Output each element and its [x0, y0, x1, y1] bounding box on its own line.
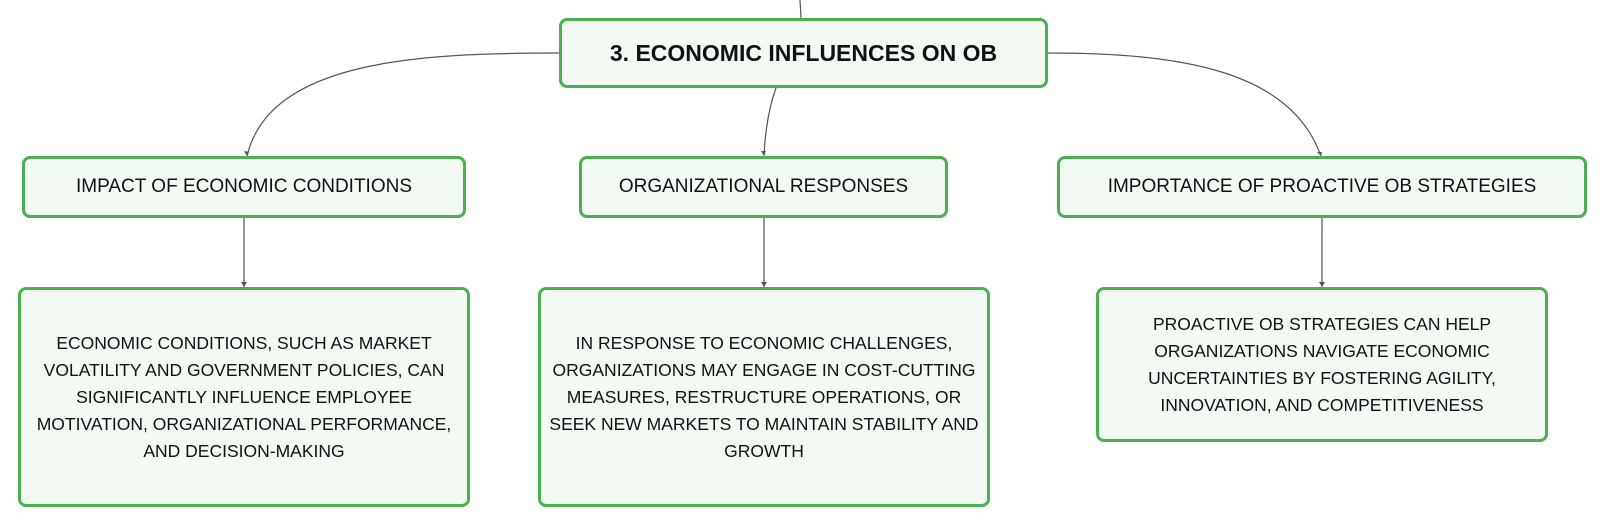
- leaf-node-text: PROACTIVE OB STRATEGIES CAN HELP ORGANIZ…: [1148, 313, 1496, 415]
- branch-node-label: ORGANIZATIONAL RESPONSES: [618, 176, 909, 197]
- arrowhead-leaf-2: [761, 282, 767, 287]
- arrowhead-leaf-1: [241, 282, 247, 287]
- root-node-label: 3. ECONOMIC INFLUENCES ON OB: [609, 39, 998, 66]
- arrowhead-branch-1: [244, 151, 249, 156]
- branch-node-impact-of-economic-conditions[interactable]: IMPACT OF ECONOMIC CONDITIONS: [22, 156, 466, 218]
- branch-node-proactive-ob-strategies[interactable]: IMPORTANCE OF PROACTIVE OB STRATEGIES: [1057, 156, 1587, 218]
- arrowhead-branch-3: [1317, 152, 1322, 156]
- arrowhead-leaf-3: [1319, 282, 1325, 287]
- connector-root-to-branch-2: [763, 87, 777, 157]
- branch-node-label: IMPACT OF ECONOMIC CONDITIONS: [75, 176, 413, 197]
- leaf-node-proactive-strategies-detail[interactable]: PROACTIVE OB STRATEGIES CAN HELP ORGANIZ…: [1096, 287, 1548, 442]
- branch-node-organizational-responses[interactable]: ORGANIZATIONAL RESPONSES: [579, 156, 948, 218]
- arrowhead-branch-2: [761, 151, 766, 156]
- leaf-node-economic-conditions-detail[interactable]: ECONOMIC CONDITIONS, SUCH AS MARKET VOLA…: [18, 287, 470, 507]
- leaf-node-text: ECONOMIC CONDITIONS, SUCH AS MARKET VOLA…: [36, 332, 452, 461]
- leaf-node-organizational-responses-detail[interactable]: IN RESPONSE TO ECONOMIC CHALLENGES, ORGA…: [538, 287, 990, 507]
- connector-root-to-branch-1: [246, 52, 560, 157]
- connector-root-to-branch-3: [1047, 52, 1322, 157]
- root-node[interactable]: 3. ECONOMIC INFLUENCES ON OB: [559, 18, 1048, 88]
- connector-parent-to-root: [799, 0, 802, 19]
- branch-node-label: IMPORTANCE OF PROACTIVE OB STRATEGIES: [1107, 176, 1537, 197]
- leaf-node-text: IN RESPONSE TO ECONOMIC CHALLENGES, ORGA…: [549, 332, 979, 461]
